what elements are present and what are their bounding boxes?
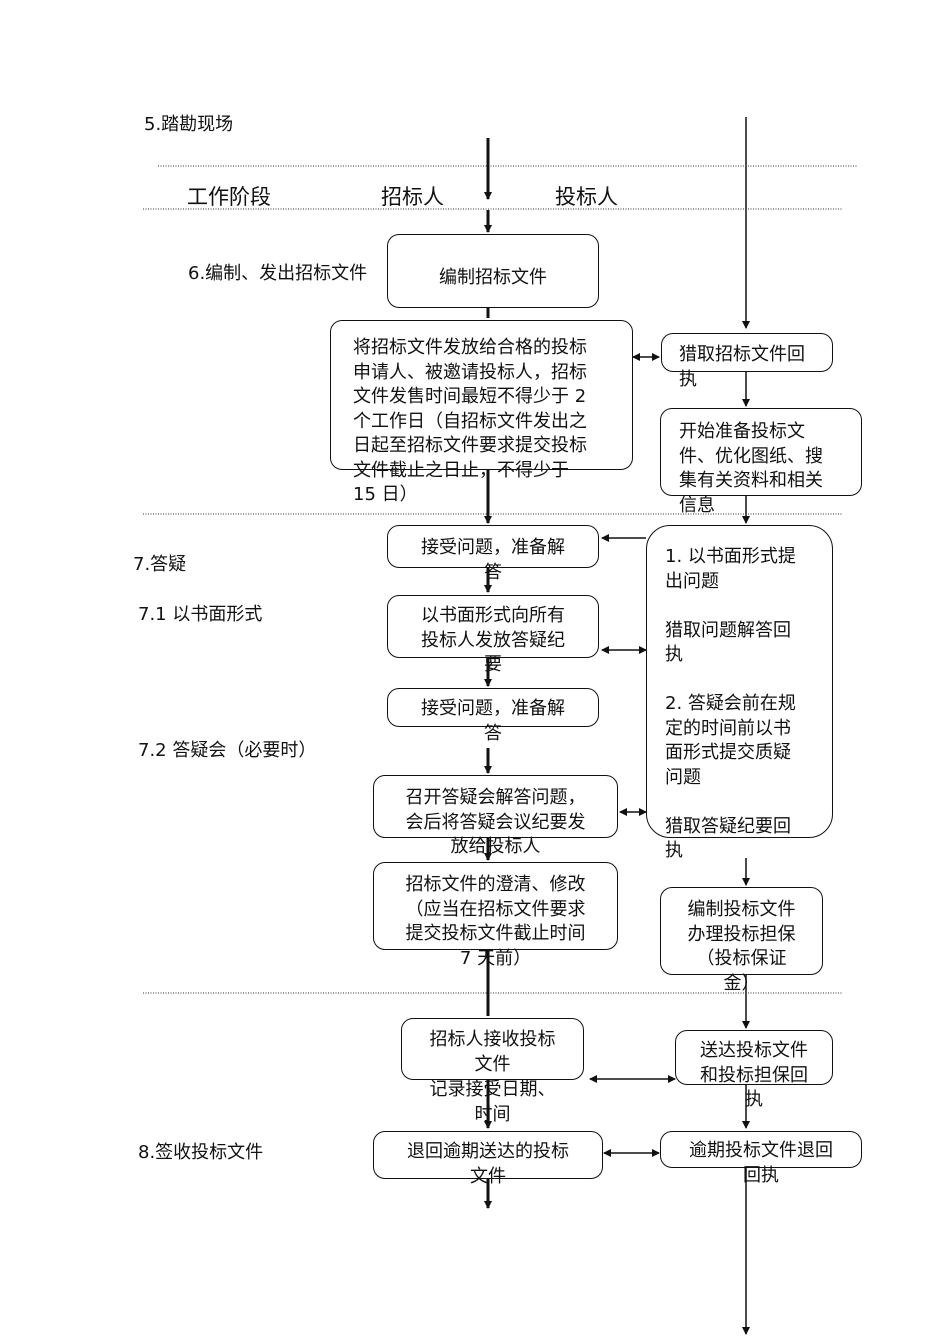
box-receive-bids (401, 1018, 584, 1080)
stage-6-label: 6.编制、发出招标文件 (188, 263, 368, 284)
box-issue-written-answers-text: 以书面形式向所有 投标人发放答疑纪 要 (421, 605, 565, 675)
box-prepare-tender-docs-text: 编制招标文件 (439, 267, 547, 288)
box-accept-questions-1-text: 接受问题，准备解 答 (421, 537, 565, 583)
stage-5-label: 5.踏勘现场 (144, 114, 234, 135)
box-accept-questions-2-text: 接受问题，准备解 答 (421, 698, 565, 744)
box-return-late-bids-text: 退回逾期送达的投标 文件 (407, 1141, 569, 1187)
box-accept-questions-1 (387, 525, 599, 568)
box-start-bid-preparation-text: 开始准备投标文 件、优化图纸、搜 集有关资料和相关 信息 (679, 421, 823, 516)
receive-bids-note: 记录接受日期、 时间 (429, 1079, 556, 1125)
box-receive-bids-text: 招标人接收投标 文件 (429, 1029, 556, 1075)
box-bidder-questions (646, 525, 833, 838)
box-distribute-tender-docs-text: 将招标文件发放给合格的投标 申请人、被邀请投标人，招标 文件发售时间最短不得少于… (353, 337, 587, 505)
box-clarify-modify-docs (373, 862, 618, 950)
box-late-bid-return-receipt-text: 逾期投标文件退回 回执 (689, 1140, 833, 1186)
box-deliver-bid-receipt-text: 送达投标文件 和投标担保回 执 (700, 1040, 808, 1110)
box-bidder-questions-text: 1. 以书面形式提 出问题 猎取问题解答回 执 2. 答疑会前在规 定的时间前以… (665, 546, 796, 861)
box-late-bid-return-receipt (660, 1131, 862, 1168)
box-clarification-meeting (373, 775, 618, 838)
stage-8-label: 8.签收投标文件 (138, 1142, 264, 1163)
stage-7-label: 7.答疑 (133, 554, 187, 575)
header-tenderer: 招标人 (381, 185, 444, 209)
box-clarify-modify-docs-text: 招标文件的澄清、修改 （应当在招标文件要求 提交投标文件截止时间 7 天前） (405, 874, 586, 969)
box-start-bid-preparation (660, 408, 862, 496)
stage-7-2-label: 7.2 答疑会（必要时） (138, 740, 317, 761)
box-tender-docs-receipt-text: 猎取招标文件回 执 (679, 344, 805, 390)
box-tender-docs-receipt (661, 333, 833, 372)
box-prepare-bid-guarantee-text: 编制投标文件 办理投标担保 （投标保证 金） (687, 899, 796, 994)
box-accept-questions-2 (387, 688, 599, 727)
box-prepare-tender-docs (387, 234, 599, 308)
section-dividers (143, 165, 857, 994)
box-deliver-bid-receipt (675, 1030, 833, 1085)
stage-7-1-label: 7.1 以书面形式 (138, 604, 263, 625)
box-prepare-bid-guarantee (660, 887, 823, 975)
box-return-late-bids (373, 1131, 603, 1179)
header-stage: 工作阶段 (187, 185, 271, 209)
box-issue-written-answers (387, 595, 599, 658)
header-bidder: 投标人 (555, 185, 618, 209)
box-clarification-meeting-text: 召开答疑会解答问题， 会后将答疑会议纪要发 放给投标人 (405, 787, 586, 857)
box-distribute-tender-docs (330, 320, 633, 470)
